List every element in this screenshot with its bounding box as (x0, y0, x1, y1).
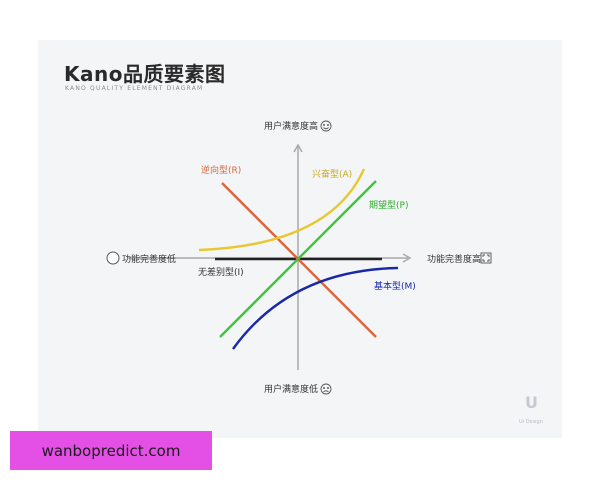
label-must-be: 基本型(M) (374, 280, 416, 292)
label-one-dimensional: 期望型(P) (369, 199, 408, 211)
brand-logo: U (525, 393, 538, 412)
circle-icon (106, 251, 120, 265)
page-subtitle: KANO QUALITY ELEMENT DIAGRAM (65, 85, 204, 92)
diagram-card (38, 40, 562, 438)
sad-face-icon (320, 383, 332, 395)
expand-icon (480, 252, 492, 264)
url-banner[interactable]: wanbopredict.com (10, 431, 212, 470)
curve-must-be (232, 266, 399, 350)
curve-reverse (221, 182, 377, 338)
curve-attractive (198, 168, 366, 252)
x-axis-right-label: 功能完善度高 (427, 253, 481, 265)
brand-name: Ui Design (519, 419, 543, 425)
curve-one-dimensional (219, 180, 377, 338)
y-axis-top-label: 用户满意度高 (264, 120, 318, 132)
smile-icon (320, 120, 332, 132)
x-axis-left-label: 功能完善度低 (122, 253, 176, 265)
label-indifferent: 无差别型(I) (198, 266, 244, 278)
x-axis-arrow (402, 253, 412, 263)
y-axis-bottom-label: 用户满意度低 (264, 383, 318, 395)
label-attractive: 兴奋型(A) (312, 168, 352, 180)
label-reverse: 逆向型(R) (201, 164, 241, 176)
y-axis-arrow (293, 143, 303, 153)
page-title: Kano品质要素图 (64, 62, 226, 86)
